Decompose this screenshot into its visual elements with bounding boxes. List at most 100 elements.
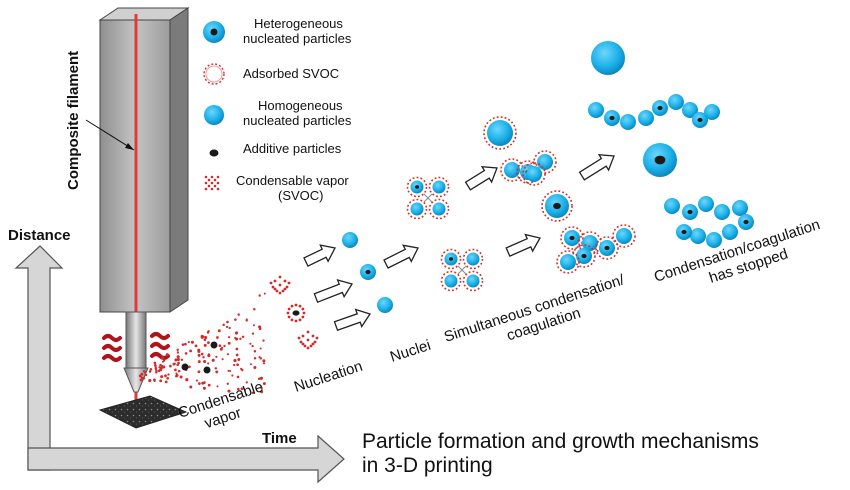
additive-core [292,310,300,316]
vapor-dot [197,350,201,353]
homogeneous-particle [706,232,722,248]
vapor-dot [294,319,298,323]
vapor-dot [197,370,201,374]
adsorbed-particle [466,274,480,288]
adsorbed-particle [582,235,598,251]
adsorbed-particle [432,202,446,216]
adsorbed-svoc-halo [440,270,462,292]
vapor-dot [259,347,262,350]
legend-vapor-text: Condensable vapor [236,173,349,188]
vapor-dot [184,352,188,355]
vapor-dot [188,365,191,369]
legend-vapor-label: Condensable vapor (SVOC) [236,173,352,203]
vapor-dot [160,375,164,379]
legend-vapor-dot [207,184,211,188]
vapor-dot [217,329,221,333]
vapor-dot [263,292,266,295]
distance-axis-label: Distance [8,227,71,244]
vapor-dot [190,340,194,344]
vapor-dot [189,385,193,389]
legend-vapor-dot [207,178,211,182]
time-axis-arrow [27,434,345,484]
process-arrows [303,153,615,332]
vapor-dot [251,391,255,395]
coagulation-line [423,193,433,203]
adsorbed-svoc-halo [406,176,428,198]
process-arrow [333,308,372,332]
additive-core [414,185,420,189]
adsorbed-particle [616,228,632,244]
vapor-dot [286,311,290,315]
stage-label-nucleation: Nucleation [292,358,365,396]
homogeneous-particle-large [591,41,625,75]
vapor-cone [138,292,266,395]
vapor-dot [161,356,165,360]
coagulation-indicator [423,193,433,203]
adsorbed-particle [504,162,520,178]
adsorbed-svoc-halo [560,226,584,250]
vapor-dot [262,339,265,342]
vapor-dot [226,382,229,385]
composite-filament-label: Composite filament [65,51,82,190]
vapor-dot [160,364,164,368]
vapor-dot [195,379,198,382]
vapor-dot [257,377,261,380]
vapor-dot [207,362,210,365]
vapor-dot [297,336,301,340]
adsorbed-particle [537,154,553,170]
homogeneous-particle [698,196,714,212]
legend-vapor-dot [210,187,214,191]
vapor-dot [249,363,252,366]
adsorbed-svoc-halo [440,248,462,270]
vapor-dot [184,342,187,346]
nucleation-vapor-cluster [297,330,319,350]
legend-additive: Additive particles [209,141,342,157]
legend-vapor-text-line2: (SVOC) [278,188,324,203]
vapor-dot [240,367,243,371]
vapor-dot [154,368,158,371]
vapor-dot [176,348,179,352]
vapor-dot [176,357,180,362]
vapor-dot [302,311,306,315]
additive-core [687,209,693,215]
vapor-dot [140,372,144,376]
legend-heterogeneous-label: Heterogeneous nucleated particles [243,16,352,46]
vapor-dot [204,336,208,339]
vapor-dot [233,359,237,363]
vapor-dot [278,291,282,295]
vapor-dot [181,343,185,346]
legend-vapor-dot [216,175,220,179]
vapor-dot [202,386,206,390]
vapor-dot [201,381,205,385]
vapor-dot [185,378,189,382]
vapor-dot [298,318,302,322]
adsorbed-particle [444,274,458,288]
legend-vapor-dot [213,184,217,188]
vapor-dot [283,287,287,291]
vapor-dot [262,359,266,363]
homogeneous-particle [638,110,654,126]
vapor-dot [273,279,277,283]
heat-wave-icons [102,332,170,362]
vapor-dot [235,353,239,357]
legend-vapor-dot [213,178,217,182]
additive-core [697,117,703,123]
vapor-additive-2 [203,366,211,374]
caption-line2: in 3-D printing [362,454,493,477]
vapor-dot [235,347,239,351]
vapor-dot [174,358,177,362]
vapor-dot [164,374,167,378]
homogeneous-particle [588,102,604,118]
time-axis-label: Time [262,430,297,447]
process-arrow [578,153,615,181]
vapor-dot [197,353,201,357]
vapor-dot [236,363,239,367]
vapor-dot [227,389,231,393]
particles [269,41,754,350]
vapor-dot [251,332,255,335]
vapor-dot [233,363,236,367]
vapor-dot [166,376,170,380]
legend-vapor-dot [210,175,214,179]
homogeneous-particle [668,94,684,110]
